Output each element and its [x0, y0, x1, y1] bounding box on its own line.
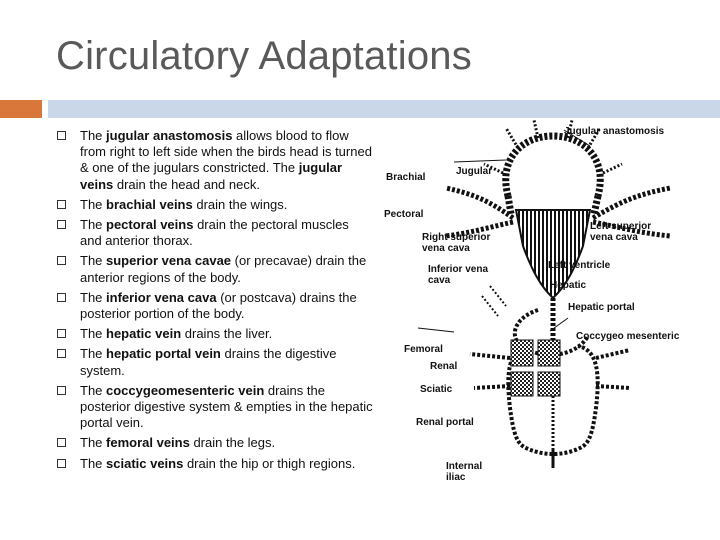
label-jugular-anastomosis: Jugular anastomosis	[564, 126, 664, 137]
brachial-vessels	[445, 185, 671, 239]
label-hepatic-portal: Hepatic portal	[568, 302, 635, 313]
bullet-term: femoral veins	[106, 435, 190, 451]
bullet-item: The superior vena cavae (or precavae) dr…	[54, 253, 374, 285]
label-right-superior-1: Right superior	[422, 232, 490, 243]
hindlimb-vessels	[469, 348, 631, 390]
bullet-square-icon	[57, 438, 66, 448]
bullet-term: pectoral veins	[106, 217, 194, 233]
bullet-text: drain the hip or thigh regions.	[183, 455, 356, 471]
bullet-item: The hepatic vein drains the liver.	[54, 326, 374, 342]
kidney-left-upper	[537, 339, 561, 367]
label-renal-portal: Renal portal	[416, 417, 474, 428]
bullet-text: drain the head and neck.	[113, 176, 260, 192]
bullet-text: The	[80, 382, 107, 398]
jugular-anastomosis-loop	[502, 132, 604, 197]
slide-title: Circulatory Adaptations	[56, 34, 472, 78]
bullet-text: drains the liver.	[181, 326, 273, 342]
bullet-text: The	[80, 196, 107, 212]
bullet-square-icon	[57, 199, 66, 209]
bullet-item: The pectoral veins drain the pectoral mu…	[54, 217, 374, 249]
label-renal: Renal	[430, 361, 457, 372]
pointer-lines	[417, 129, 591, 333]
bullet-term: sciatic veins	[106, 455, 184, 471]
bullet-square-icon	[57, 256, 66, 266]
bullet-text: allows blood to flow from right to left …	[80, 128, 372, 176]
bullet-text: drain the wings.	[192, 196, 288, 212]
label-inferior-2: cava	[428, 275, 451, 286]
bullet-term: jugular veins	[80, 160, 343, 192]
bullet-text: The	[80, 346, 107, 362]
bullet-text: The	[80, 128, 107, 143]
bullet-text: drains the digestive system.	[80, 346, 337, 378]
bullet-term: jugular anastomosis	[106, 128, 233, 143]
bullet-text: The	[80, 217, 107, 233]
bullet-text: drain the legs.	[189, 435, 276, 451]
kidney-left-lower	[537, 371, 561, 397]
label-coccygeo: Coccygeo mesenteric	[576, 331, 680, 342]
bullet-square-icon	[57, 131, 66, 140]
bullet-text: The	[80, 253, 107, 269]
venous-system-diagram: Jugular anastomosis Brachial Jugular Pec…	[384, 119, 680, 483]
label-hepatic: Hepatic	[550, 280, 587, 291]
kidney-right-upper	[510, 339, 534, 367]
label-jugular: Jugular	[456, 166, 492, 177]
label-right-superior-2: vena cava	[422, 243, 470, 254]
label-inferior-1: Inferior vena	[428, 264, 488, 275]
kidney-right-lower	[510, 371, 534, 397]
label-internal-2: iliac	[446, 472, 466, 483]
label-internal-1: Internal	[446, 461, 482, 472]
bullet-text: drain the pectoral muscles and anterior …	[80, 217, 349, 249]
bullet-term: hepatic vein	[106, 326, 182, 342]
head-vessels	[483, 119, 623, 175]
bullet-text: The	[80, 455, 107, 471]
bullet-list: The jugular anastomosis allows blood to …	[54, 128, 374, 476]
bullet-text: The	[80, 435, 107, 451]
bullet-square-icon	[57, 385, 66, 395]
bullet-item: The inferior vena cava (or postcava) dra…	[54, 290, 374, 322]
bullet-term: coccygeomesenteric vein	[106, 382, 265, 398]
bullet-square-icon	[57, 329, 66, 339]
hepatic-branches	[481, 285, 507, 317]
label-left-ventricle: Left ventricle	[548, 260, 611, 271]
bullet-square-icon	[57, 220, 66, 230]
heart	[514, 209, 592, 300]
bullet-item: The femoral veins drain the legs.	[54, 435, 374, 451]
bullet-term: superior vena cavae	[106, 253, 232, 269]
bullet-item: The coccygeomesenteric vein drains the p…	[54, 383, 374, 432]
bullet-term: inferior vena cava	[106, 289, 217, 305]
label-left-superior-1: Left superior	[590, 221, 651, 232]
bullet-item: The jugular anastomosis allows blood to …	[54, 128, 374, 193]
label-femoral: Femoral	[404, 344, 443, 355]
bullet-term: brachial veins	[106, 196, 193, 212]
label-brachial: Brachial	[386, 172, 426, 183]
label-pectoral: Pectoral	[384, 209, 424, 220]
bullet-square-icon	[57, 292, 66, 302]
jugular-vein-left	[590, 195, 602, 215]
bullet-text: The	[80, 326, 107, 342]
bullet-square-icon	[57, 458, 66, 468]
bullet-text: (or postcava) drains the posterior porti…	[80, 289, 357, 322]
body-outline	[506, 344, 600, 456]
bullet-term: hepatic portal vein	[106, 346, 221, 362]
accent-bar-blue	[48, 100, 720, 118]
bullet-square-icon	[57, 349, 66, 359]
bullet-item: The sciatic veins drain the hip or thigh…	[54, 456, 374, 472]
bullet-item: The brachial veins drain the wings.	[54, 197, 374, 213]
label-sciatic: Sciatic	[420, 384, 453, 395]
jugular-vein-right	[504, 195, 515, 215]
label-left-superior-2: vena cava	[590, 232, 638, 243]
bullet-text: drains the posterior digestive system & …	[80, 382, 373, 431]
bullet-text: The	[80, 289, 107, 305]
bullet-item: The hepatic portal vein drains the diges…	[54, 346, 374, 378]
accent-bar-orange	[0, 100, 42, 118]
bullet-text: (or precavae) drain the anterior regions…	[80, 253, 367, 285]
